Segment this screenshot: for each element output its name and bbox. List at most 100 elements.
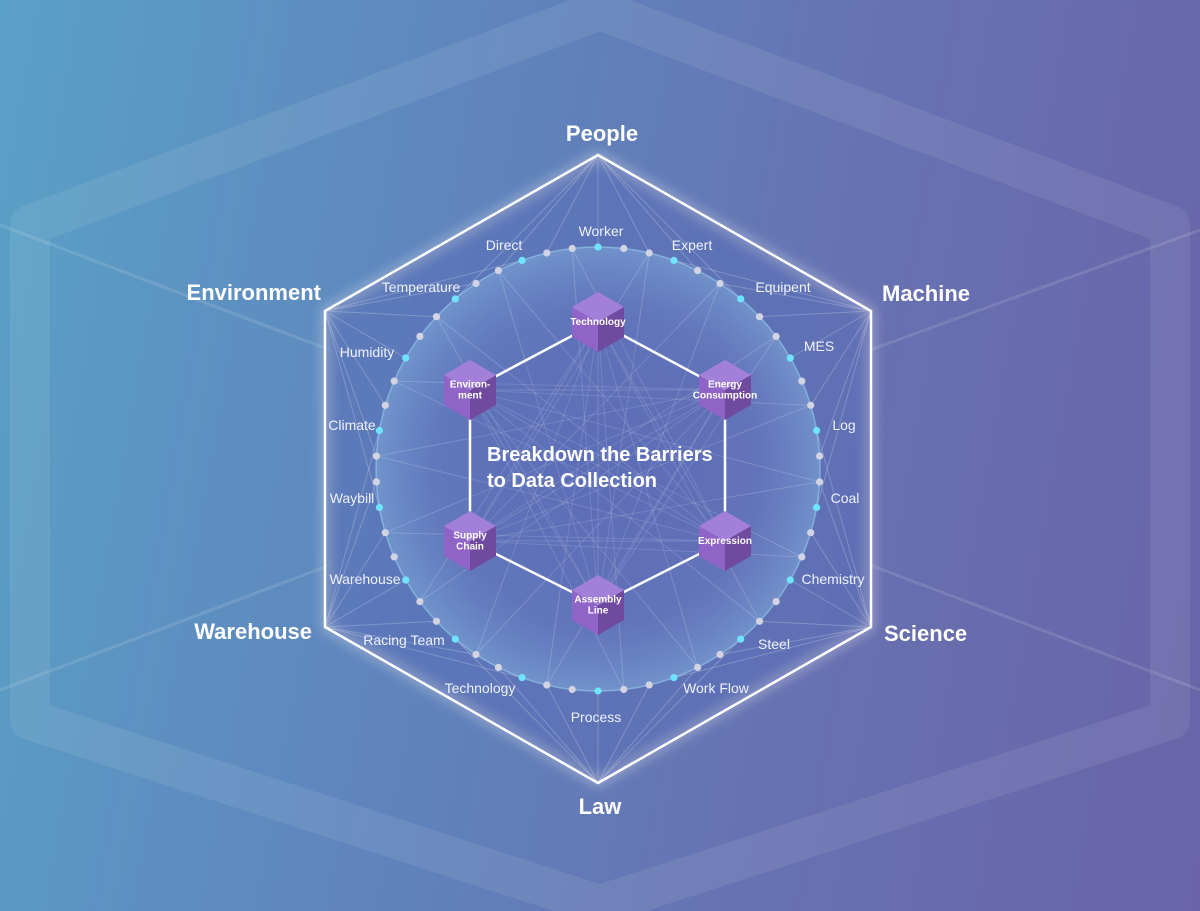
corner-ray (810, 532, 872, 628)
ring-dot-accent (402, 576, 410, 584)
ring-dot (645, 249, 653, 257)
corner-ray (673, 259, 872, 312)
corner-label-people: People (566, 121, 638, 146)
corner-ray (719, 283, 872, 312)
node-cross-line (597, 389, 726, 606)
node-face-top (699, 511, 751, 541)
ring-label: Warehouse (329, 571, 400, 587)
ring-label: Log (832, 417, 855, 433)
corner-ray (324, 310, 437, 318)
ring-label: MES (804, 338, 834, 354)
corner-ray (546, 154, 599, 254)
ring-label: Equipent (755, 279, 810, 295)
corner-ray (597, 638, 742, 784)
corner-ray (324, 626, 523, 679)
ring-dot (432, 313, 441, 321)
corner-label-law: Law (579, 794, 623, 819)
node-ray (469, 252, 650, 542)
ring-dot-accent (813, 503, 821, 512)
ring-label: Steel (758, 636, 790, 652)
ring-dot (755, 313, 764, 321)
node-ray (376, 389, 726, 457)
ring-dot-accent (375, 426, 383, 435)
ring-dot (816, 452, 824, 460)
ring-dot (772, 332, 780, 340)
corner-ray (324, 310, 377, 457)
node-label: Assembly (574, 595, 622, 606)
connection-lines (324, 154, 872, 784)
corner-ray (597, 154, 650, 254)
corner-ray (819, 310, 872, 457)
node-ray (546, 389, 726, 686)
ring-dot (798, 377, 806, 385)
corner-ray (810, 310, 872, 406)
ring-dot (807, 401, 815, 409)
ring-dot (494, 267, 502, 275)
ring-dot (645, 681, 653, 689)
node-cross-line (469, 389, 726, 542)
corner-ray (324, 579, 406, 628)
ring-dot-accent (670, 256, 678, 264)
ring-dot (494, 663, 502, 672)
ring-dot-accent (451, 635, 459, 643)
node-label: ment (458, 391, 483, 402)
ring-dot (416, 598, 424, 606)
ring-label: Temperature (382, 279, 461, 295)
node-label: Energy (708, 380, 742, 391)
corner-ray (597, 154, 698, 271)
node-face-top (572, 575, 624, 605)
ring-dot-accent (402, 354, 410, 362)
ring-label: Chemistry (801, 571, 864, 587)
node-ray (469, 389, 625, 690)
ring-dot (568, 244, 576, 253)
corner-ray (324, 481, 377, 628)
ring-dot (472, 650, 480, 659)
ring-dot (807, 529, 815, 537)
ring-dot (816, 478, 824, 486)
ring-label: Expert (672, 237, 713, 253)
node-ray (475, 389, 726, 655)
ring-dot-accent (670, 674, 678, 682)
corner-ray (498, 667, 599, 784)
corner-ray (324, 620, 437, 628)
ring-label: Work Flow (683, 680, 750, 696)
ring-dot-accent (737, 635, 745, 643)
ring-dot-accent (594, 243, 602, 251)
node-cross-line (597, 321, 726, 542)
corner-ray (816, 310, 872, 508)
ring-dot (432, 617, 441, 625)
background-outer-band (10, 0, 1190, 911)
corner-ray (546, 684, 599, 784)
corner-ray (597, 684, 650, 784)
node-label: Chain (456, 542, 484, 553)
corner-ray (324, 283, 477, 312)
ring-label: Racing Team (363, 632, 444, 648)
ring-label: Worker (579, 223, 624, 239)
node-ray (469, 283, 721, 542)
corner-ray (597, 667, 698, 784)
node-cross-line (469, 321, 599, 542)
node-ray (475, 321, 599, 655)
corner-ray (673, 626, 872, 679)
ring-dot (772, 598, 780, 606)
ring-dots (372, 243, 824, 695)
ring-dot-accent (375, 503, 383, 512)
corner-ray (324, 310, 380, 508)
ring-dot-accent (518, 256, 526, 264)
ring-label: Coal (831, 490, 860, 506)
ring-dot-accent (786, 354, 794, 362)
ring-dot (716, 279, 724, 288)
background-diagonal-right (869, 228, 1200, 352)
corner-ray (719, 626, 872, 655)
node-label: Environ- (450, 380, 491, 391)
background-diagonal-left (0, 223, 331, 352)
corner-ray (816, 430, 872, 628)
node-label: Consumption (693, 391, 757, 402)
corner-ray (759, 310, 872, 318)
corner-label-warehouse: Warehouse (194, 619, 312, 644)
corner-ray (454, 154, 599, 300)
